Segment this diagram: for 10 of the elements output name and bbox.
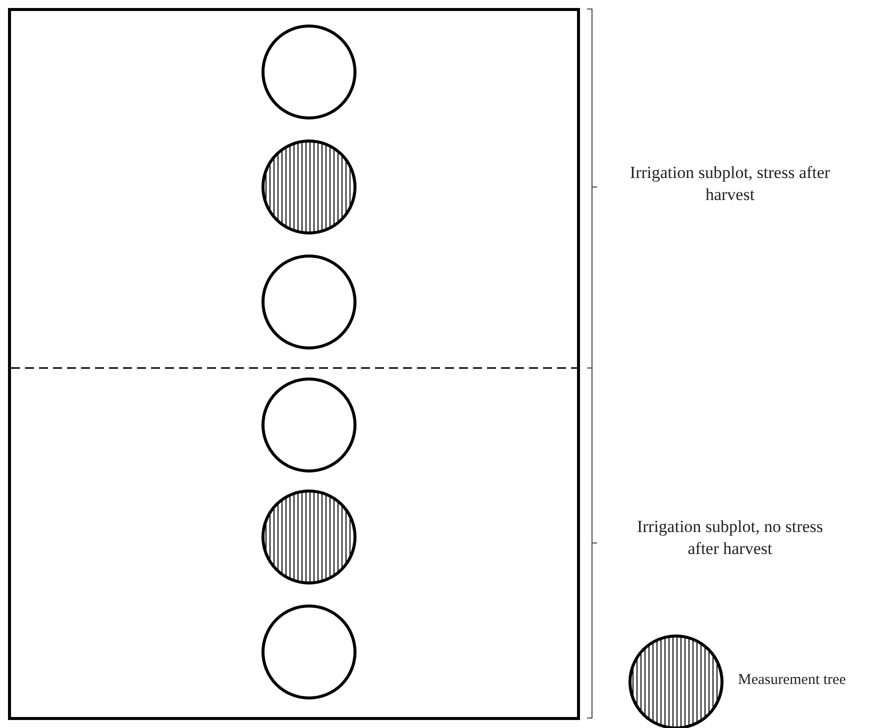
subplot-label: Irrigation subplot, no stress after harvest bbox=[636, 516, 824, 560]
tree-circle bbox=[261, 604, 357, 700]
subplot-label: Irrigation subplot, stress after harvest bbox=[628, 162, 832, 206]
measurement-tree-circle bbox=[261, 139, 357, 235]
tree-circle bbox=[261, 377, 357, 473]
measurement-tree-circle bbox=[261, 489, 357, 585]
tree-circle bbox=[261, 24, 357, 120]
plot-outline bbox=[8, 8, 580, 720]
legend-label: Measurement tree bbox=[738, 672, 846, 689]
tree-circle bbox=[261, 254, 357, 350]
